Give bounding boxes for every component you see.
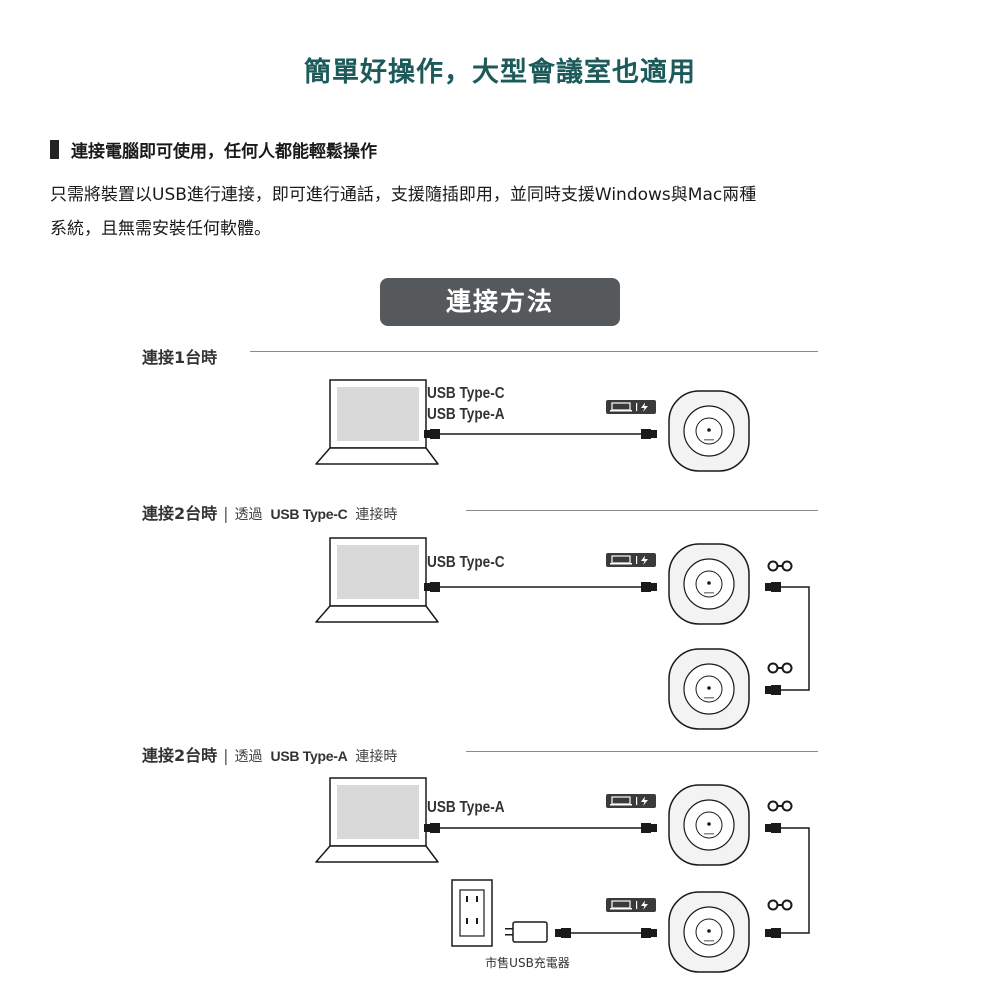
row2-plug-left-icon: [424, 582, 440, 592]
page-title: 簡單好操作，大型會議室也適用: [304, 57, 696, 88]
row3-plug-left-icon: [424, 823, 440, 833]
row3-speaker-1-icon: [668, 784, 750, 866]
description-line-1: 只需將裝置以USB進行連接，即可進行通話，支援隨插即用，並同時支援Windows…: [50, 185, 757, 205]
heading-bar: [50, 140, 59, 159]
row2-separator: |: [223, 504, 229, 523]
section-heading-text: 連接電腦即可使用，任何人都能輕鬆操作: [71, 142, 377, 162]
row3-badge-icon: [605, 793, 657, 809]
row3-type: USB Type-A: [270, 748, 348, 764]
row2-via: 透過: [234, 507, 263, 523]
connection-method-badge: 連接方法: [380, 278, 620, 326]
row3-charger-plug-icon: [555, 928, 571, 938]
row3-divider: [466, 751, 818, 752]
charger-label: 市售USB充電器: [485, 956, 570, 970]
row1-plug-left-icon: [424, 429, 440, 439]
row3-label: 連接2台時 | 透過 USB Type-A 連接時: [142, 742, 397, 766]
row1-usb-c-label: USB Type-C: [427, 385, 505, 402]
row2-usb-label: USB Type-C: [427, 554, 505, 571]
row1-label: 連接1台時: [142, 344, 217, 368]
row2-chain-2-icon: [767, 662, 793, 674]
row3-chain-plug-2-icon: [765, 928, 781, 938]
row2-daisy-cable: [781, 586, 810, 691]
row2-laptop-icon: [315, 537, 439, 623]
row2-chain-1-icon: [767, 560, 793, 572]
row3-tail: 連接時: [355, 749, 398, 765]
row2-chain-plug-1-icon: [765, 582, 781, 592]
row3-chain-2-icon: [767, 899, 793, 911]
row2-badge-icon: [605, 552, 657, 568]
row3-plug-right-icon: [641, 823, 657, 833]
row2-speaker-2-icon: [668, 648, 750, 730]
row2-type: USB Type-C: [270, 506, 348, 522]
row1-plug-right-icon: [641, 429, 657, 439]
row3-usb-label: USB Type-A: [427, 799, 505, 816]
row1-badge-icon: [605, 399, 657, 415]
row3-separator: |: [223, 746, 229, 765]
row2-speaker-1-icon: [668, 543, 750, 625]
row2-tail: 連接時: [355, 507, 398, 523]
row3-chain-plug-1-icon: [765, 823, 781, 833]
row2-label: 連接2台時 | 透過 USB Type-C 連接時: [142, 500, 397, 524]
row1-usb-a-label: USB Type-A: [427, 406, 505, 423]
row3-badge-2-icon: [605, 897, 657, 913]
row3-laptop-icon: [315, 777, 439, 863]
row2-chain-plug-2-icon: [765, 685, 781, 695]
row3-speaker-2-icon: [668, 891, 750, 973]
row3-daisy-cable: [781, 827, 810, 934]
row3-via: 透過: [234, 749, 263, 765]
row3-charger-plug-right-icon: [641, 928, 657, 938]
wall-outlet-icon: [451, 879, 493, 947]
row3-label-text: 連接2台時: [142, 746, 218, 765]
row2-label-text: 連接2台時: [142, 504, 218, 523]
description-line-2: 系統，且無需安裝任何軟體。: [50, 219, 271, 239]
description: 只需將裝置以USB進行連接，即可進行通話，支援隨插即用，並同時支援Windows…: [50, 178, 955, 246]
row3-chain-1-icon: [767, 800, 793, 812]
row2-plug-right-icon: [641, 582, 657, 592]
row1-speaker-icon: [668, 390, 750, 472]
row1-divider: [250, 351, 818, 352]
row1-laptop-icon: [315, 379, 439, 465]
section-heading: 連接電腦即可使用，任何人都能輕鬆操作: [50, 137, 377, 162]
usb-charger-icon: [505, 921, 548, 943]
row2-divider: [466, 510, 818, 511]
row1-label-text: 連接1台時: [142, 348, 218, 367]
